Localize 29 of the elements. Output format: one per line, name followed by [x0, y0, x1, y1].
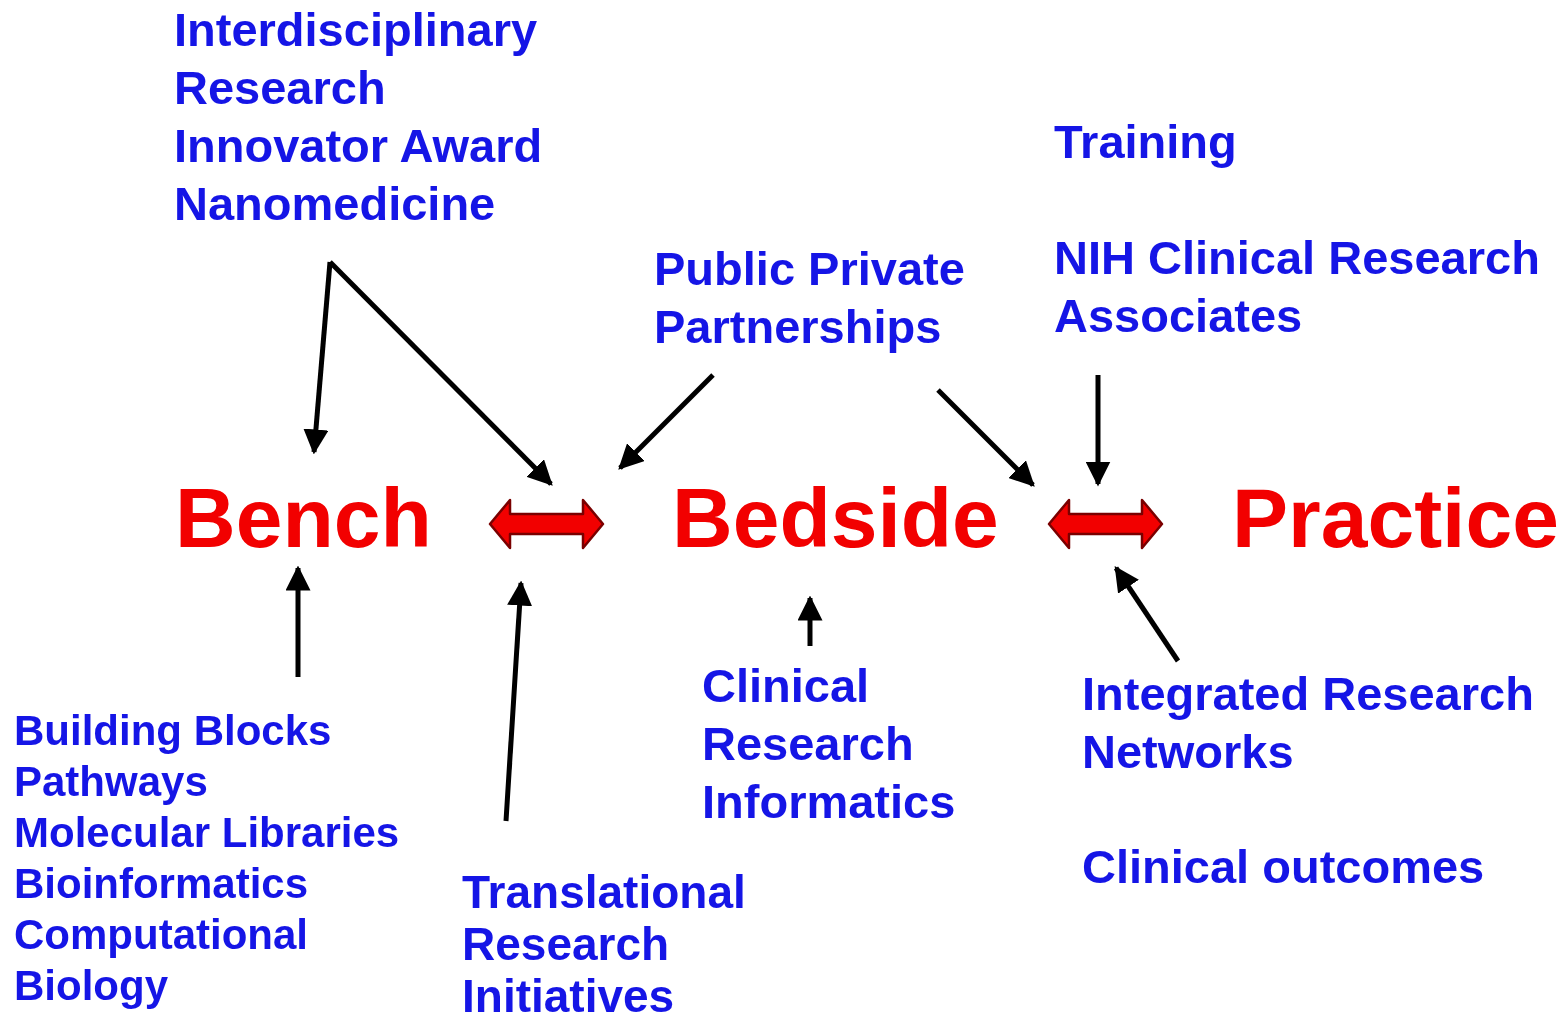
- arrow: [285, 565, 311, 677]
- label-text: Public Private Partnerships: [654, 241, 966, 355]
- label-text: Training: [1054, 114, 1237, 170]
- arrow: [328, 260, 553, 486]
- label-text: Bioinformatics: [14, 859, 309, 909]
- label-text: Interdisciplinary Research: [174, 2, 539, 116]
- label-text: Molecular Libraries: [14, 808, 400, 858]
- label-text: Clinical Research Informatics: [702, 658, 957, 830]
- double-arrow: [1047, 498, 1164, 550]
- stage-title: Practice: [1232, 476, 1559, 560]
- arrow: [1085, 375, 1111, 487]
- label-text: Clinical outcomes: [1082, 839, 1485, 895]
- arrow: [303, 261, 333, 455]
- stage-title: Bench: [175, 476, 432, 560]
- arrow: [936, 388, 1035, 487]
- label-text: NIH Clinical Research Associates: [1054, 230, 1541, 344]
- label-text: Translational Research Initiatives: [462, 866, 747, 1022]
- arrow: [797, 595, 823, 646]
- label-text: Pathways: [14, 757, 208, 807]
- double-arrow: [488, 498, 605, 550]
- stage-title: Bedside: [672, 476, 999, 560]
- label-text: Nanomedicine: [174, 176, 496, 232]
- label-text: Building Blocks: [14, 706, 332, 756]
- label-text: Innovator Award: [174, 118, 543, 174]
- arrow: [1113, 565, 1181, 663]
- arrow: [618, 373, 715, 470]
- label-text: Computational Biology: [14, 910, 309, 1011]
- arrow: [503, 580, 533, 822]
- label-text: Integrated Research Networks: [1082, 666, 1535, 780]
